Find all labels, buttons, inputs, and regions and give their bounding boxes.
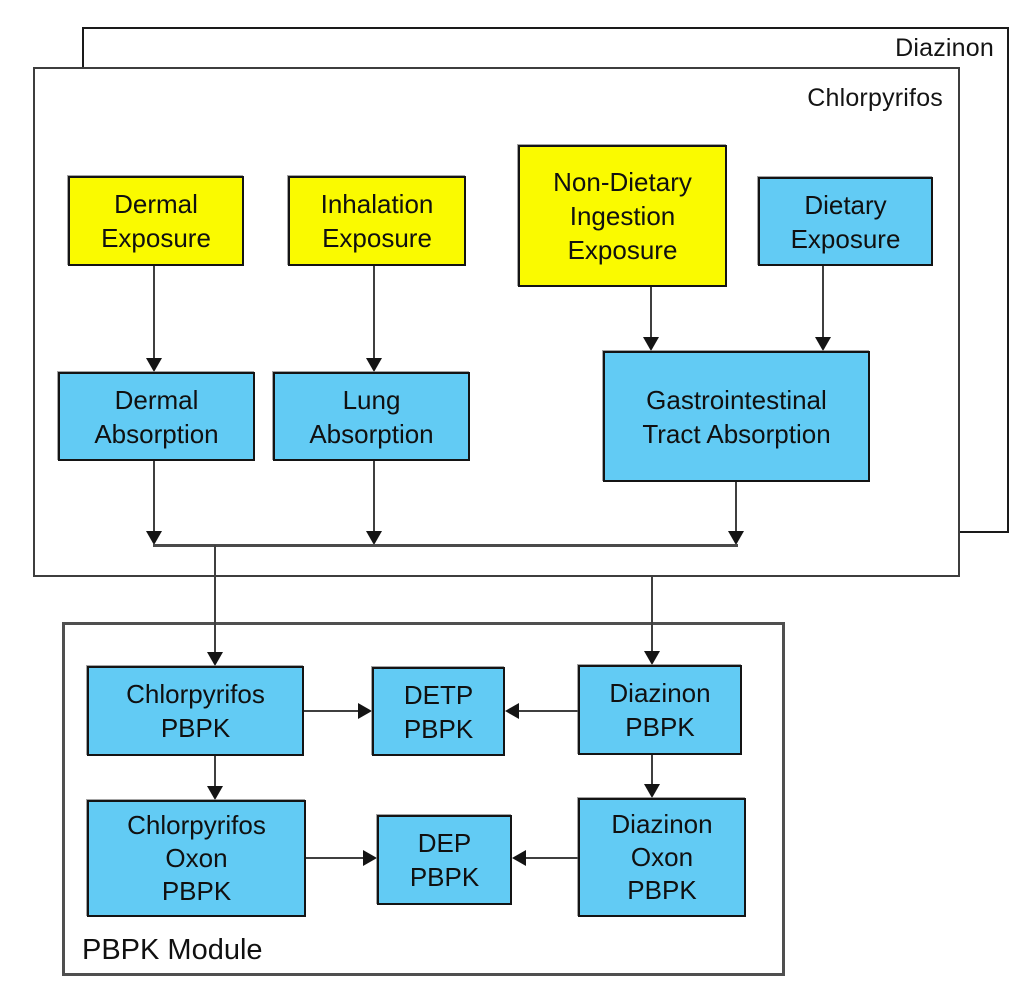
arrow-dietary-to-gi-head [815, 337, 831, 351]
pbpk-module-label: PBPK Module [82, 934, 263, 966]
arrow-dermal-exposure-to-absorption-head [146, 358, 162, 372]
arrow-diazinon-pbpk-to-detp-head [505, 703, 519, 719]
gastrointestinal-tract-absorption-box: Gastrointestinal Tract Absorption [603, 351, 870, 482]
arrow-dermal-exposure-to-absorption [153, 266, 155, 358]
arrow-junction-to-chlorpyrifos-pbpk [214, 545, 216, 652]
inhalation-exposure-box: Inhalation Exposure [288, 176, 466, 266]
dietary-exposure-box: Dietary Exposure [758, 177, 933, 266]
lung-absorption-box: Lung Absorption [273, 372, 470, 461]
arrow-diazinon-pbpk-to-oxon-head [644, 784, 660, 798]
arrow-diazinon-pbpk-to-oxon [651, 755, 653, 784]
arrow-dermal-absorption-to-junction-head [146, 531, 162, 545]
arrow-frames-to-diazinon-pbpk [651, 577, 653, 651]
arrow-frames-to-diazinon-pbpk-head [644, 651, 660, 665]
arrow-lung-absorption-to-junction [373, 461, 375, 531]
arrow-chlorpyrifos-oxon-to-dep [306, 857, 363, 859]
diazinon-frame-label: Diazinon [895, 34, 994, 62]
arrow-inhalation-exposure-to-absorption [373, 266, 375, 358]
arrow-gi-absorption-to-junction-head [728, 531, 744, 545]
diazinon-oxon-pbpk-box: Diazinon Oxon PBPK [578, 798, 746, 917]
arrow-inhalation-exposure-to-absorption-head [366, 358, 382, 372]
chlorpyrifos-oxon-pbpk-box: Chlorpyrifos Oxon PBPK [87, 800, 306, 917]
junction-line [153, 544, 738, 547]
arrow-nondietary-to-gi [650, 287, 652, 337]
arrow-chlorpyrifos-pbpk-to-detp [304, 710, 359, 712]
arrow-chlorpyrifos-pbpk-to-oxon-head [207, 786, 223, 800]
chlorpyrifos-pbpk-box: Chlorpyrifos PBPK [87, 666, 304, 756]
dermal-absorption-box: Dermal Absorption [58, 372, 255, 461]
diazinon-pbpk-box: Diazinon PBPK [578, 665, 742, 755]
arrow-diazinon-pbpk-to-detp [519, 710, 578, 712]
dep-pbpk-box: DEP PBPK [377, 815, 512, 905]
pbpk-module-frame [62, 622, 785, 976]
arrow-dietary-to-gi [822, 266, 824, 337]
arrow-junction-to-chlorpyrifos-pbpk-head [207, 652, 223, 666]
detp-pbpk-box: DETP PBPK [372, 667, 505, 756]
dermal-exposure-box: Dermal Exposure [68, 176, 244, 266]
arrow-chlorpyrifos-pbpk-to-detp-head [358, 703, 372, 719]
arrow-chlorpyrifos-pbpk-to-oxon [214, 756, 216, 786]
arrow-nondietary-to-gi-head [643, 337, 659, 351]
chlorpyrifos-frame-label: Chlorpyrifos [807, 84, 943, 112]
arrow-gi-absorption-to-junction [735, 482, 737, 531]
arrow-dermal-absorption-to-junction [153, 461, 155, 531]
arrow-diazinon-oxon-to-dep-head [512, 850, 526, 866]
arrow-chlorpyrifos-oxon-to-dep-head [363, 850, 377, 866]
arrow-diazinon-oxon-to-dep [526, 857, 578, 859]
chlorpyrifos-frame [33, 67, 960, 577]
arrow-lung-absorption-to-junction-head [366, 531, 382, 545]
nondietary-ingestion-exposure-box: Non-Dietary Ingestion Exposure [518, 145, 727, 287]
